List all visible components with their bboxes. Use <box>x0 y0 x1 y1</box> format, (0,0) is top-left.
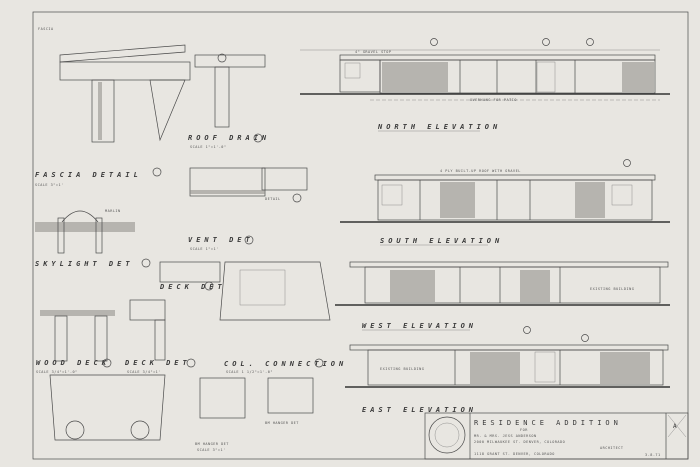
title-bm-hanger-det-2: BM HANGER DET <box>195 442 229 446</box>
fascia-detail: FASCIA DETAIL SCALE 3"=1' FASCIA <box>35 27 191 187</box>
project-address: 2000 MILWAUKEE ST. DENVER, COLORADO <box>474 440 565 444</box>
title-wood-deck: WOOD DECK <box>36 359 110 367</box>
roof-drain-detail: ROOF DRAIN SCALE 1"=1'-0" <box>188 53 270 149</box>
middle-detail: DETAIL <box>189 167 308 203</box>
title-detail: DETAIL <box>265 197 281 201</box>
title-roof-drain: ROOF DRAIN <box>188 134 270 142</box>
project-title: RESIDENCE ADDITION <box>474 419 622 427</box>
title-block: RESIDENCE ADDITION FOR MR. & MRS. JESS A… <box>424 412 689 460</box>
title-bm-hanger-det-1: BM HANGER DET <box>265 421 299 425</box>
note-existing-building: EXISTING BUILDING <box>380 367 424 371</box>
architect-label: ARCHITECT <box>600 446 624 450</box>
client-name: MR. & MRS. JESS ANDERSON <box>474 434 537 438</box>
title-deck-det: DECK DET <box>124 359 191 367</box>
title-north-elevation: NORTH ELEVATION <box>377 123 501 131</box>
title-vent-det: VENT DET <box>188 236 254 244</box>
title-deck-det-upper: DECK DET <box>159 283 226 291</box>
fascia-scale: SCALE 3"=1' <box>35 183 64 187</box>
drawing-date: 3-8-71 <box>645 453 661 457</box>
architect-seal <box>428 416 466 454</box>
architect-address: 1118 GRANT ST. DENVER, COLORADO <box>474 452 555 456</box>
deck-scale: SCALE 3/4"=1' <box>127 370 161 374</box>
note-overhang: OVERHANG FOR PATIO <box>470 98 517 102</box>
beam-hanger-details: BM HANGER DET BM HANGER DET SCALE 3"=1' <box>49 374 299 452</box>
col-scale: SCALE 1 1/2"=1'-0" <box>226 370 273 374</box>
column-connection-detail: COL. CONNECTION SCALE 1 1/2"=1'-0" <box>199 358 347 419</box>
title-fascia-detail: FASCIA DETAIL <box>35 171 142 179</box>
east-elevation: EXISTING BUILDING EAST ELEVATION <box>345 326 670 414</box>
vent-detail: VENT DET SCALE 1"=1' <box>188 235 254 251</box>
wood-deck-scale: SCALE 3/4"=1'-0" <box>36 370 78 374</box>
title-for: FOR <box>520 428 528 432</box>
vent-scale: SCALE 1"=1' <box>190 247 219 251</box>
sheet-border <box>32 11 689 460</box>
title-east-elevation: EAST ELEVATION <box>362 406 477 414</box>
title-col-connection: COL. CONNECTION <box>224 360 347 368</box>
note-gravel-roof: 4 PLY BUILT-UP ROOF WITH GRAVEL <box>440 169 521 173</box>
note-marlin: MARLIN <box>105 209 121 213</box>
sheet-number: A <box>673 423 679 430</box>
wood-deck-detail: WOOD DECK SCALE 3/4"=1'-0" <box>36 310 115 374</box>
title-west-elevation: WEST ELEVATION <box>362 322 477 330</box>
note-fascia: FASCIA <box>38 27 54 31</box>
note-gravel-stop: 4" GRAVEL STOP <box>355 50 392 54</box>
bm-scale: SCALE 3"=1' <box>197 448 226 452</box>
north-elevation: 4" GRAVEL STOP OVERHANG FOR PATIO NORTH … <box>300 38 670 132</box>
deck-detail: DECK DET SCALE 3/4"=1' <box>124 299 196 374</box>
west-elevation: EXISTING BUILDING WEST ELEVATION <box>335 261 670 331</box>
deck-detail-upper: DECK DET <box>159 261 331 321</box>
roof-drain-scale: SCALE 1"=1'-0" <box>190 145 227 149</box>
south-elevation: 4 PLY BUILT-UP ROOF WITH GRAVEL SOUTH EL… <box>340 159 670 246</box>
skylight-detail: MARLIN SKYLIGHT DET <box>35 209 151 268</box>
title-skylight-det: SKYLIGHT DET <box>35 260 134 268</box>
title-south-elevation: SOUTH ELEVATION <box>380 237 503 245</box>
note-existing-building-west: EXISTING BUILDING <box>590 287 634 291</box>
